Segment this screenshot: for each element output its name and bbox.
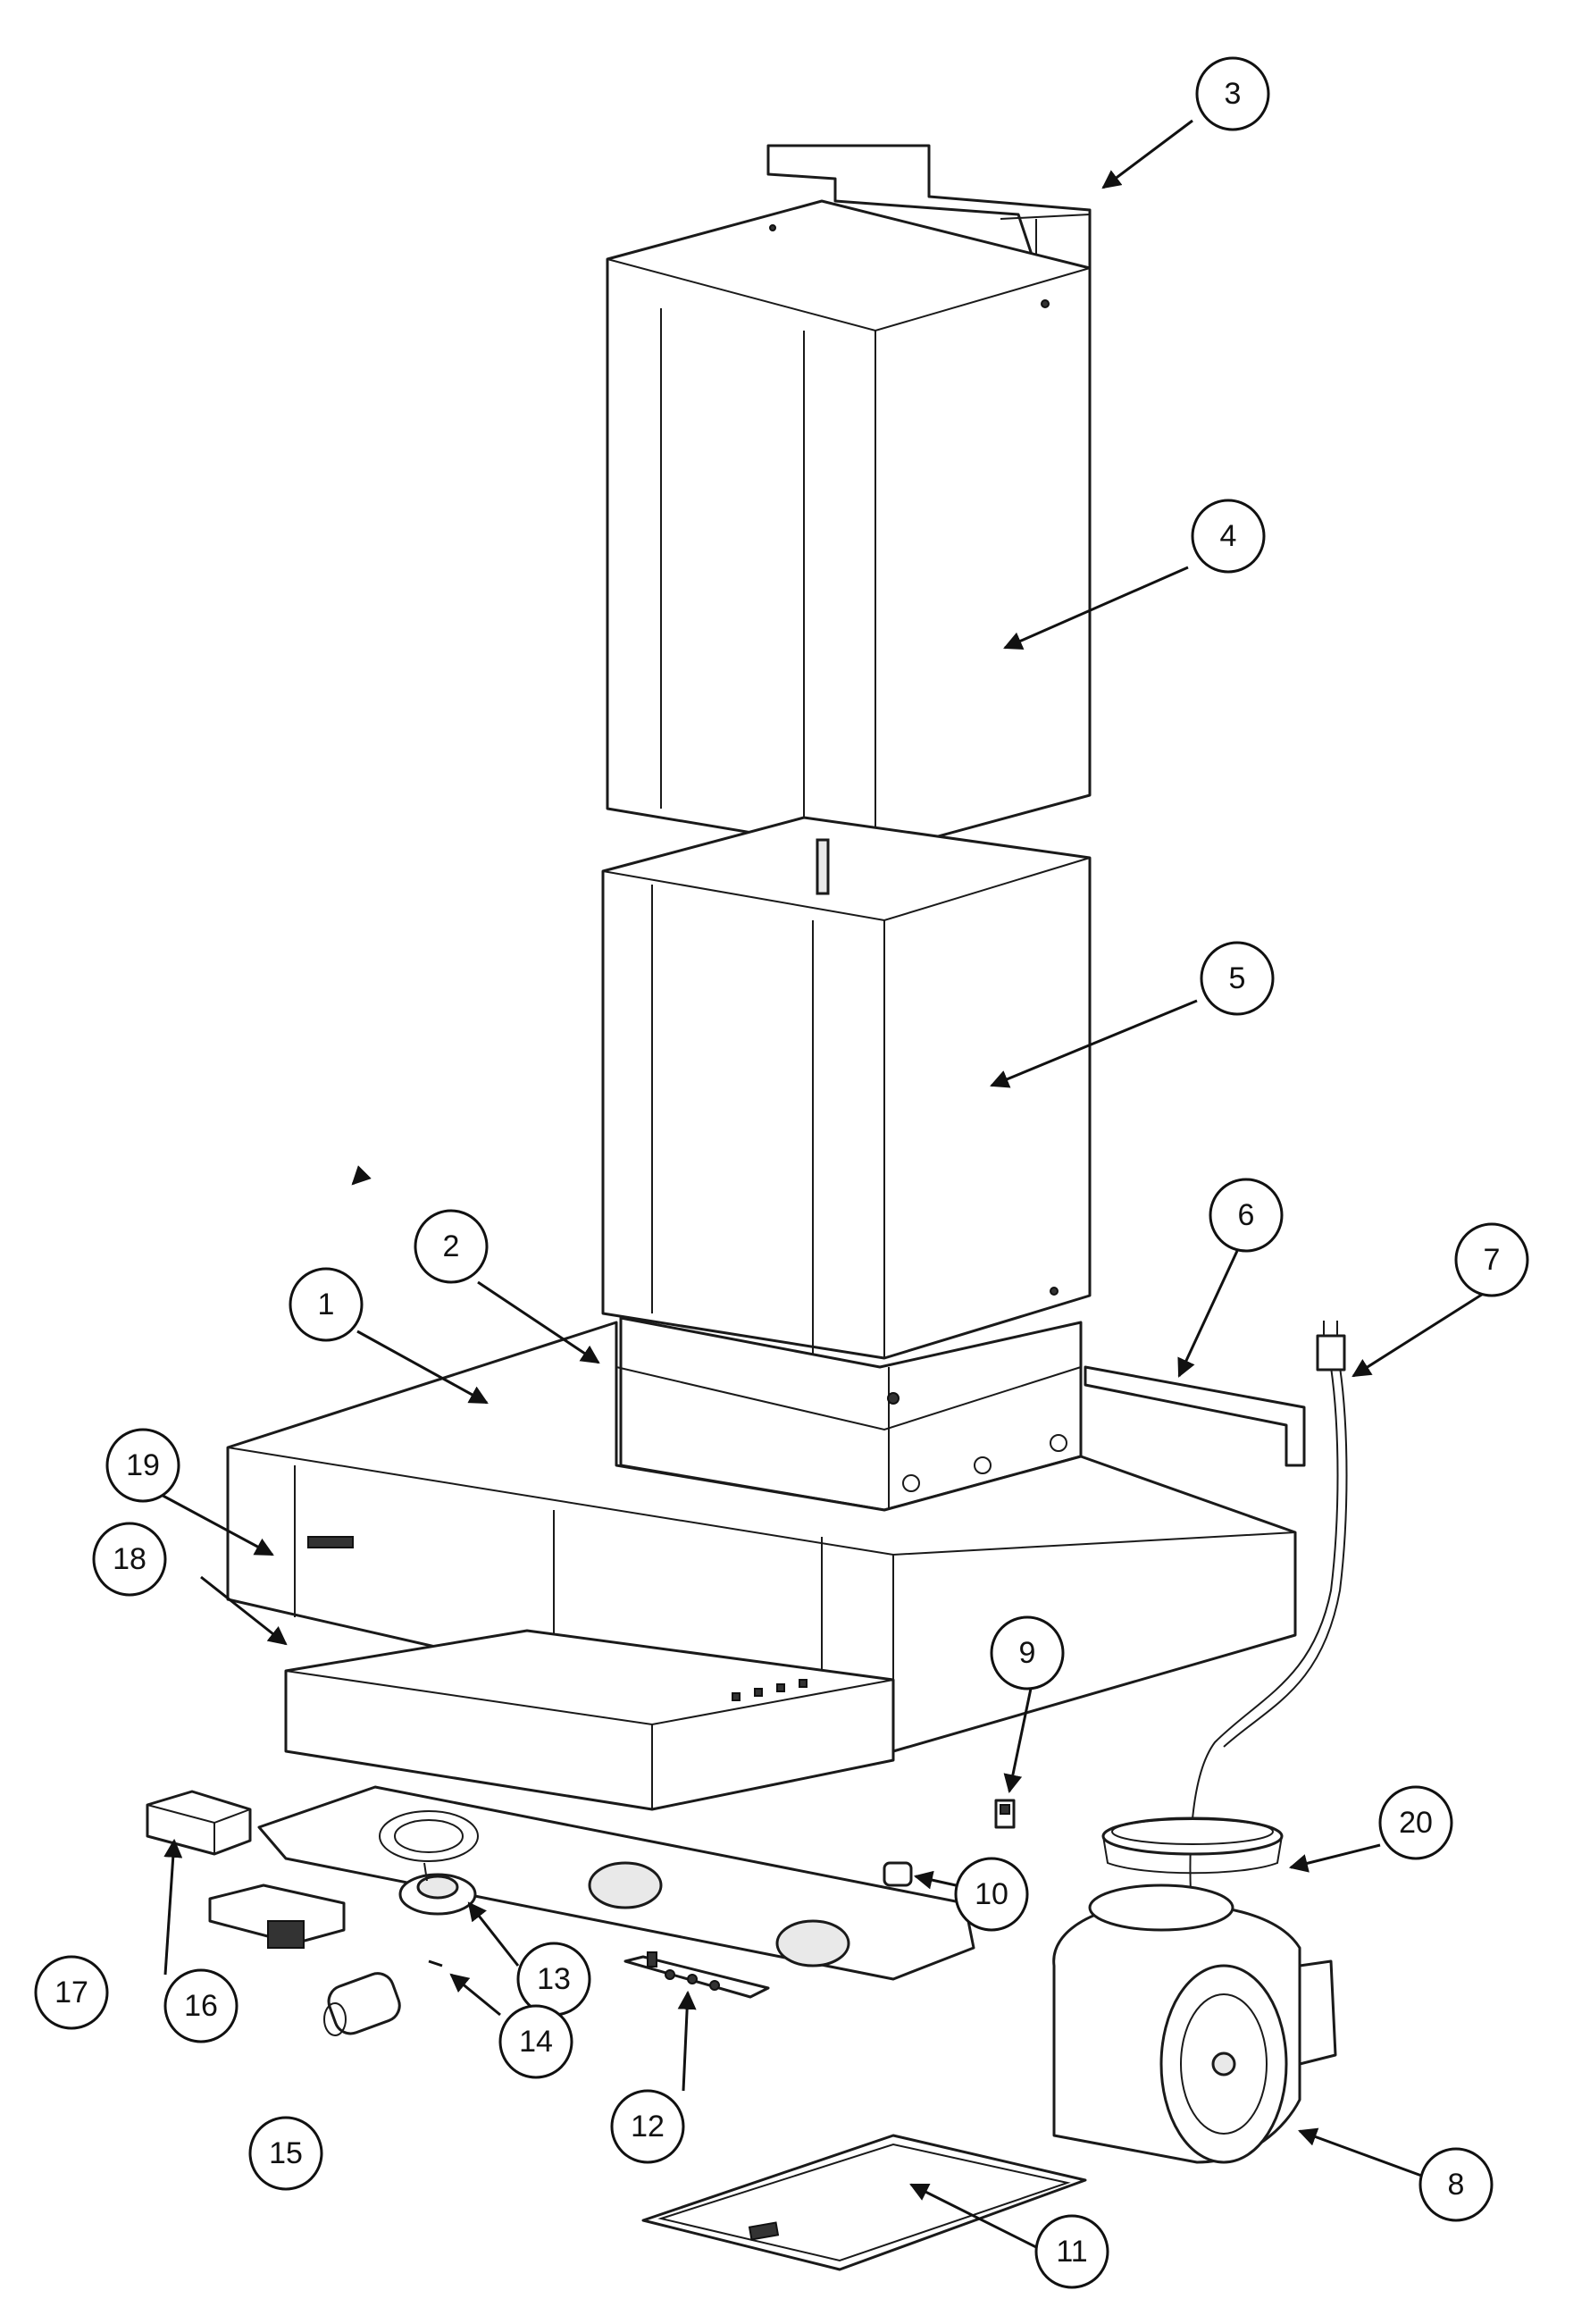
callout-19: 19	[105, 1428, 180, 1503]
grease-filter-part	[641, 2134, 1087, 2271]
callout-11-label: 11	[1056, 2235, 1087, 2269]
callout-15-label: 15	[269, 2136, 303, 2170]
callout-5: 5	[1200, 941, 1275, 1016]
callout-7: 7	[1454, 1222, 1529, 1297]
light-bracket-part	[208, 1884, 346, 1949]
callout-8: 8	[1418, 2147, 1494, 2222]
callout-4-label: 4	[1220, 519, 1237, 553]
switch-board-part	[623, 1951, 770, 1999]
switch-part	[994, 1799, 1016, 1829]
callout-6-label: 6	[1238, 1198, 1255, 1232]
lower-duct-cover-part	[601, 816, 1092, 1360]
callout-8-label: 8	[1448, 2168, 1465, 2202]
callout-16-label: 16	[184, 1989, 218, 2023]
callout-14: 14	[498, 2004, 573, 2079]
capacitor-part	[323, 1972, 401, 2036]
callout-14-label: 14	[519, 2025, 553, 2059]
callout-20: 20	[1378, 1785, 1453, 1860]
callout-18-label: 18	[113, 1542, 146, 1576]
callout-5-label: 5	[1229, 961, 1246, 995]
callout-19-label: 19	[126, 1448, 160, 1482]
callout-16: 16	[163, 1968, 238, 2043]
callout-2: 2	[414, 1209, 489, 1284]
leader-lines	[155, 119, 1488, 2253]
callout-4: 4	[1191, 499, 1266, 574]
callout-13-label: 13	[537, 1962, 571, 1996]
callout-9: 9	[990, 1615, 1065, 1691]
light-housing-part	[146, 1790, 252, 1856]
control-panel-part	[284, 1629, 895, 1811]
duct-ring-part	[1101, 1816, 1284, 1875]
callout-3: 3	[1195, 56, 1270, 131]
callout-3-label: 3	[1225, 77, 1242, 111]
callout-11: 11	[1034, 2214, 1109, 2289]
callout-9-label: 9	[1019, 1636, 1036, 1670]
callout-17-label: 17	[54, 1976, 88, 2009]
callout-7-label: 7	[1484, 1243, 1501, 1277]
blower-part	[1052, 1884, 1337, 2164]
callout-6: 6	[1209, 1178, 1284, 1253]
callout-18: 18	[92, 1522, 167, 1597]
callout-17: 17	[34, 1955, 109, 2030]
callout-1: 1	[289, 1267, 364, 1342]
filter-frame-part	[257, 1785, 975, 1981]
knob-part	[883, 1861, 913, 1887]
callout-20-label: 20	[1399, 1806, 1433, 1840]
callout-12: 12	[610, 2089, 685, 2164]
screw-part	[428, 1959, 443, 1967]
callout-10: 10	[954, 1857, 1029, 1932]
callout-15: 15	[248, 2116, 323, 2191]
callout-13: 13	[516, 1942, 591, 2017]
callout-10-label: 10	[975, 1877, 1008, 1911]
upper-duct-cover-part	[606, 199, 1092, 855]
bulb-socket-part	[398, 1862, 477, 1916]
callout-12-label: 12	[631, 2110, 665, 2144]
callout-2-label: 2	[443, 1229, 460, 1263]
side-bracket-part	[1084, 1365, 1306, 1467]
callout-1-label: 1	[318, 1288, 335, 1321]
